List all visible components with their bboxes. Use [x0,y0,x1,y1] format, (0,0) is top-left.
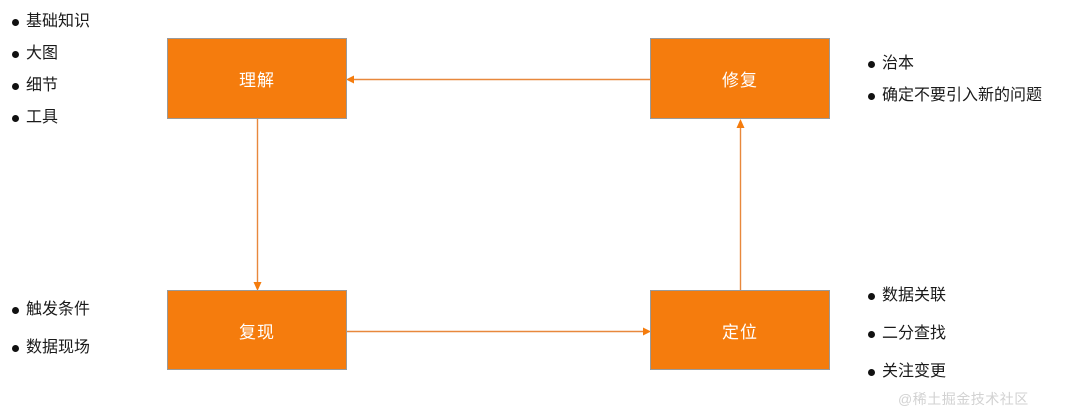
list-item: 二分查找 [868,326,946,342]
list-item-label: 大图 [26,45,59,62]
node-label: 复现 [239,322,275,342]
process-node-fix[interactable]: 修复 [650,38,830,119]
connector-locate-to-fix [736,119,745,291]
bullet-dot-icon [12,344,19,352]
connector-fix-to-understand [346,75,652,84]
process-node-understand[interactable]: 理解 [167,38,347,119]
list-item-label: 触发条件 [26,301,91,318]
bullet-dot-icon [12,18,19,26]
bullet-dot-icon [12,306,19,314]
list-item-label: 工具 [26,109,59,126]
list-item-label: 关注变更 [882,363,947,380]
list-item: 数据现场 [12,340,90,356]
list-item: 工具 [12,110,90,126]
watermark: @稀土掘金技术社区 [898,391,1029,407]
annotation-list-bottom-left: 触发条件 数据现场 [12,302,90,378]
bullet-dot-icon [12,50,19,58]
node-label: 理解 [239,71,275,90]
process-node-locate[interactable]: 定位 [650,290,830,370]
bullet-dot-icon [868,60,875,68]
node-label: 修复 [722,71,758,90]
list-item-label: 二分查找 [882,325,947,342]
bullet-dot-icon [12,114,19,122]
list-item-label: 确定不要引入新的问题 [882,87,1043,104]
bullet-dot-icon [868,368,875,376]
list-item-label: 基础知识 [26,13,91,30]
list-item: 数据关联 [868,288,946,304]
list-item: 细节 [12,78,90,94]
annotation-list-top-left: 基础知识 大图 细节 工具 [12,14,90,142]
bullet-dot-icon [868,330,875,338]
annotation-list-bottom-right: 数据关联 二分查找 关注变更 [868,288,946,402]
list-item: 治本 [868,56,1042,72]
connector-reproduce-to-locate [347,327,651,336]
list-item: 触发条件 [12,302,90,318]
list-item-label: 数据现场 [26,339,91,356]
bullet-dot-icon [868,92,875,100]
process-node-reproduce[interactable]: 复现 [167,290,347,370]
bullet-dot-icon [12,82,19,90]
list-item-label: 数据关联 [882,287,947,304]
list-item: 大图 [12,46,90,62]
bullet-dot-icon [868,292,875,300]
list-item: 基础知识 [12,14,90,30]
list-item-label: 治本 [882,55,915,72]
list-item: 关注变更 [868,364,946,380]
connector-understand-to-reproduce [253,119,262,291]
node-label: 定位 [722,322,758,342]
annotation-list-top-right: 治本 确定不要引入新的问题 [868,56,1042,120]
list-item: 确定不要引入新的问题 [868,88,1042,104]
list-item-label: 细节 [26,77,59,94]
